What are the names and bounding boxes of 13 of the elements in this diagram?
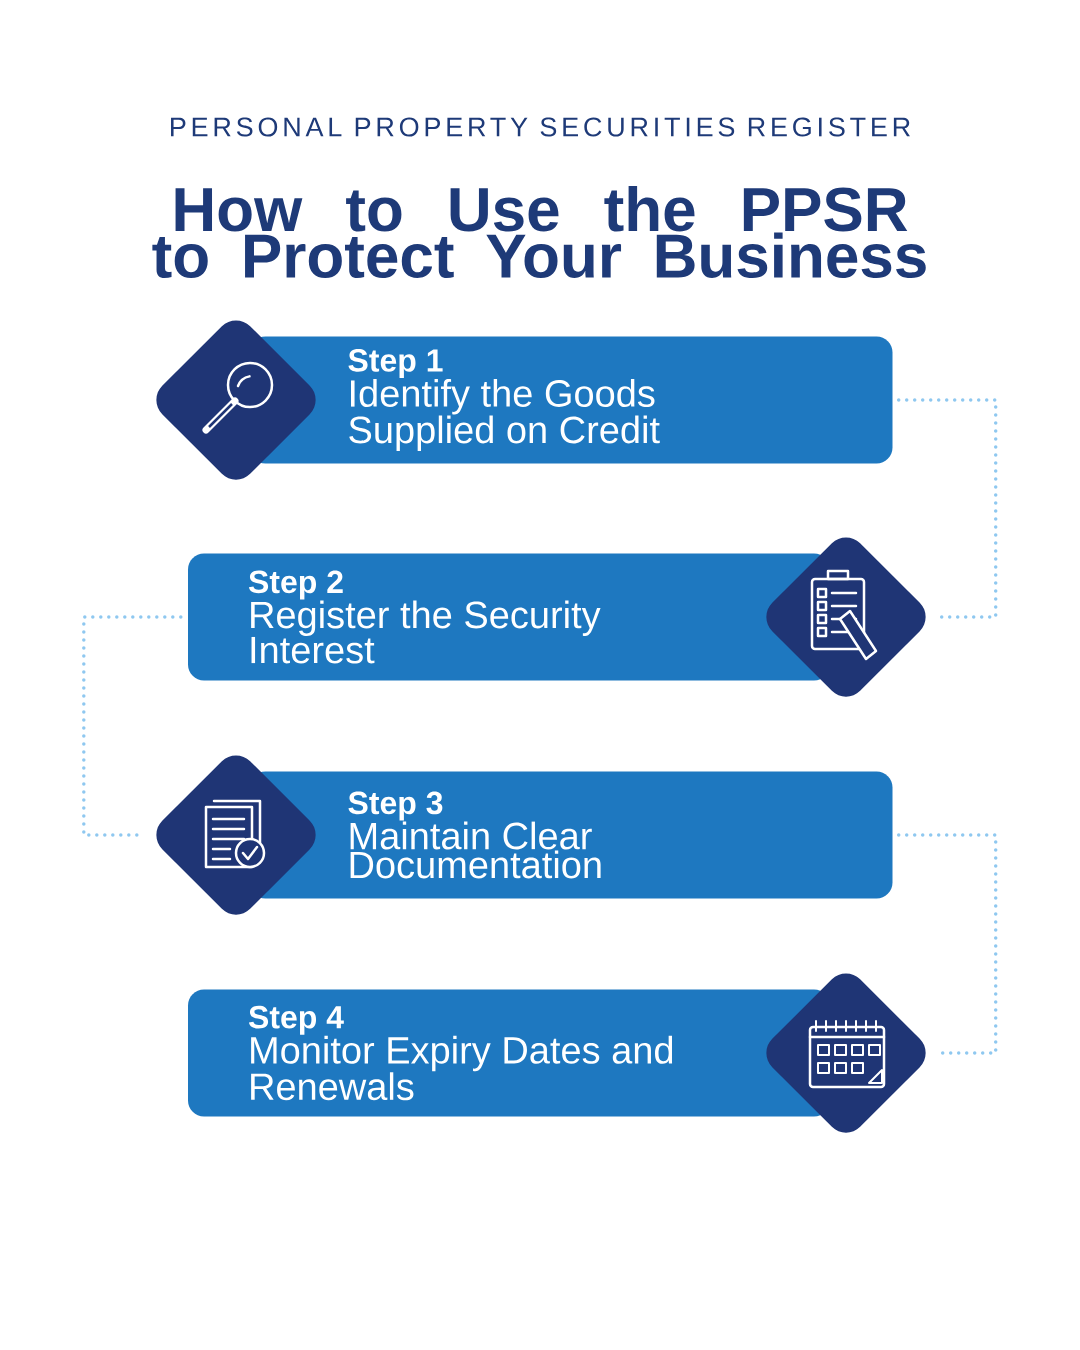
dotted-connector	[896, 833, 998, 1055]
subtitle: PERSONAL PROPERTY SECURITIES REGISTER	[171, 117, 910, 137]
dotted-connector	[82, 615, 183, 837]
title: How to Use the PPSR to Protect Your Business	[152, 186, 926, 279]
step-box: Step 3 Maintain Clear Documentation	[249, 771, 893, 899]
diamond-badge	[156, 755, 316, 915]
diamond-badge	[766, 973, 926, 1133]
step-box: Step 1 Identify the Goods Supplied on Credit	[249, 336, 893, 464]
diamond-badge	[156, 320, 316, 480]
step-box: Step 2 Register the Security Interest	[188, 553, 830, 681]
diamond-badge	[766, 537, 926, 697]
dotted-connector	[896, 398, 998, 619]
step-box: Step 4 Monitor Expiry Dates and Renewals	[188, 989, 830, 1117]
